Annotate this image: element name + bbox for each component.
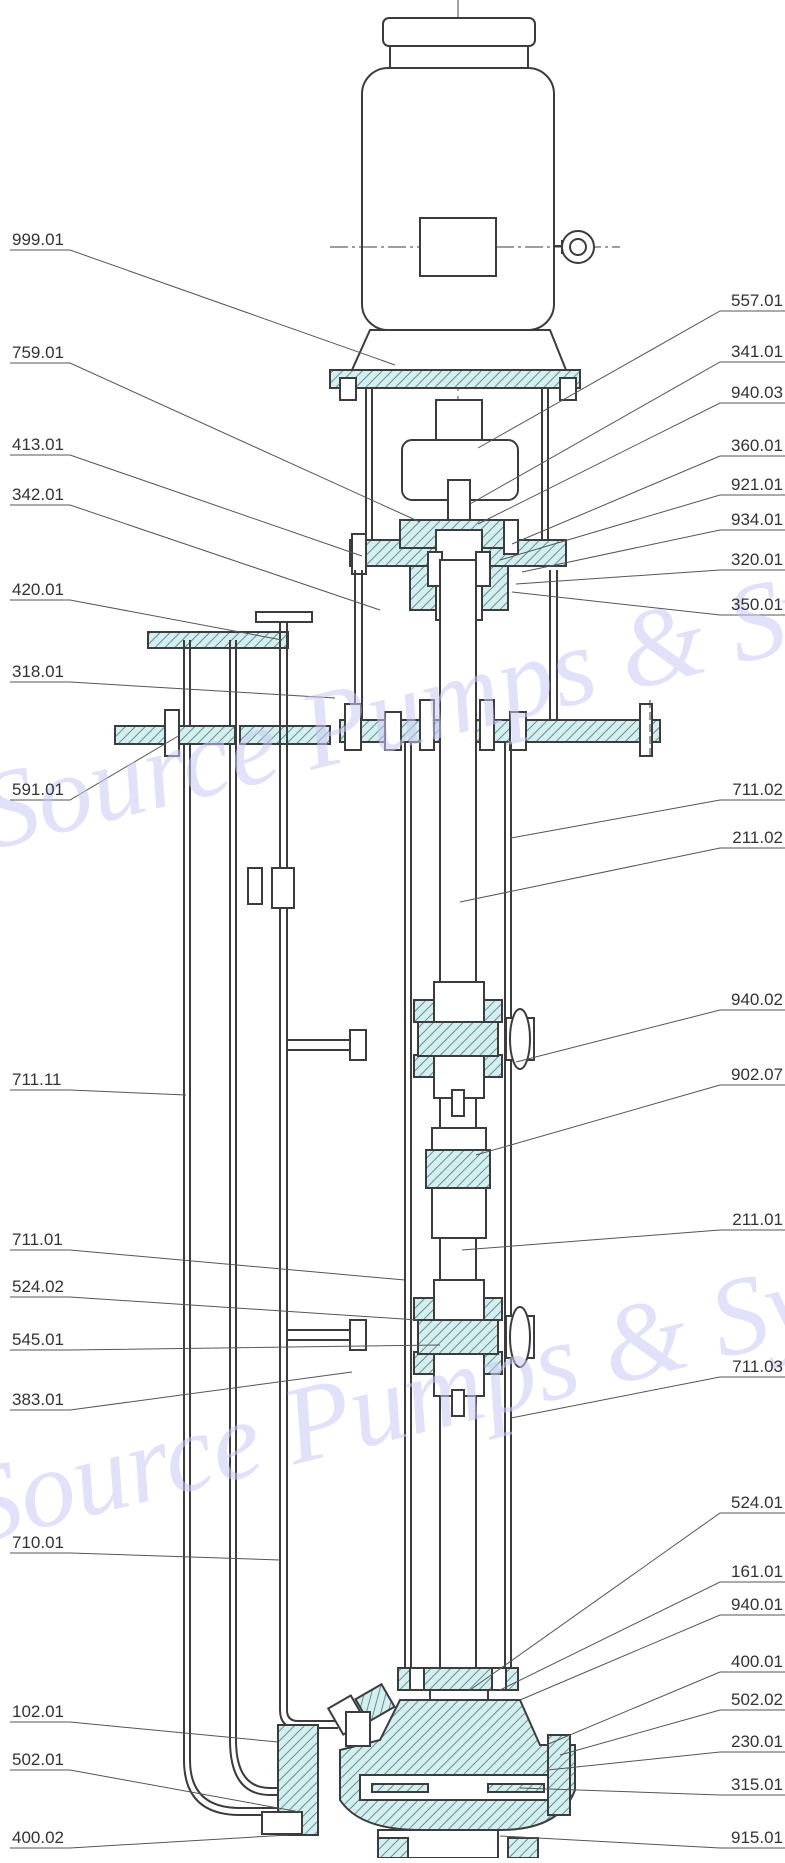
part-label-711-02: 711.02 xyxy=(732,780,783,799)
left-labels: 999.01 759.01 413.01 342.01 420.01 318.0… xyxy=(12,230,64,1847)
part-label-318-01: 318.01 xyxy=(12,662,64,681)
part-label-711-03: 711.03 xyxy=(732,1357,783,1376)
part-label-211-01: 211.01 xyxy=(732,1210,783,1229)
part-label-524-01: 524.01 xyxy=(731,1493,783,1512)
shaft-coupling xyxy=(425,1127,491,1239)
part-label-413-01: 413.01 xyxy=(12,435,64,454)
part-label-934-01: 934.01 xyxy=(731,510,783,529)
part-label-383-01: 383.01 xyxy=(12,1390,64,1409)
part-label-999-01: 999.01 xyxy=(12,230,64,249)
part-label-902-07: 902.07 xyxy=(731,1065,783,1084)
motor xyxy=(330,17,620,371)
part-label-591-01: 591.01 xyxy=(12,780,64,799)
part-label-400-01: 400.01 xyxy=(731,1652,783,1671)
part-label-940-01: 940.01 xyxy=(731,1595,783,1614)
base-plate xyxy=(114,699,661,760)
part-label-420-01: 420.01 xyxy=(12,580,64,599)
part-label-360-01: 360.01 xyxy=(731,436,783,455)
part-label-940-02: 940.02 xyxy=(731,990,783,1009)
part-label-400-02: 400.02 xyxy=(12,1828,64,1847)
part-label-350-01: 350.01 xyxy=(731,595,783,614)
motor-stool xyxy=(329,369,581,540)
part-label-341-01: 341.01 xyxy=(731,342,783,361)
part-label-161-01: 161.01 xyxy=(731,1562,783,1581)
part-label-915-01: 915.01 xyxy=(731,1828,783,1847)
column-pipe xyxy=(404,742,512,1690)
right-leader-lines xyxy=(459,310,785,1849)
part-label-502-01: 502.01 xyxy=(12,1750,64,1769)
part-label-342-01: 342.01 xyxy=(12,485,64,504)
part-label-711-01: 711.01 xyxy=(12,1230,63,1249)
part-label-545-01: 545.01 xyxy=(12,1330,64,1349)
watermark-text-lower: Source Pumps & Systems xyxy=(0,1179,785,1568)
left-leader-lines xyxy=(10,249,441,1849)
flush-line xyxy=(247,611,396,1736)
intermediate-bearing-lower xyxy=(413,1279,535,1417)
intermediate-bearing-upper xyxy=(413,981,535,1117)
part-label-315-01: 315.01 xyxy=(731,1775,783,1794)
part-label-557-01: 557.01 xyxy=(731,291,783,310)
part-label-711-11: 711.11 xyxy=(12,1070,61,1089)
part-label-320-01: 320.01 xyxy=(731,550,783,569)
part-label-524-02: 524.02 xyxy=(12,1277,64,1296)
part-label-710-01: 710.01 xyxy=(12,1533,64,1552)
right-labels: 557.01 341.01 940.03 360.01 921.01 934.0… xyxy=(731,291,783,1847)
part-label-759-01: 759.01 xyxy=(12,343,64,362)
part-label-502-02: 502.02 xyxy=(731,1690,783,1709)
part-label-211-02: 211.02 xyxy=(732,828,783,847)
discharge-pipe xyxy=(147,631,289,1816)
part-label-230-01: 230.01 xyxy=(731,1732,783,1751)
part-label-940-03: 940.03 xyxy=(731,383,783,402)
part-label-921-01: 921.01 xyxy=(731,475,783,494)
pump-casing xyxy=(261,1667,576,1859)
watermark: Source Pumps & Systems Source Pumps & Sy… xyxy=(0,484,785,1567)
part-label-102-01: 102.01 xyxy=(12,1702,64,1721)
